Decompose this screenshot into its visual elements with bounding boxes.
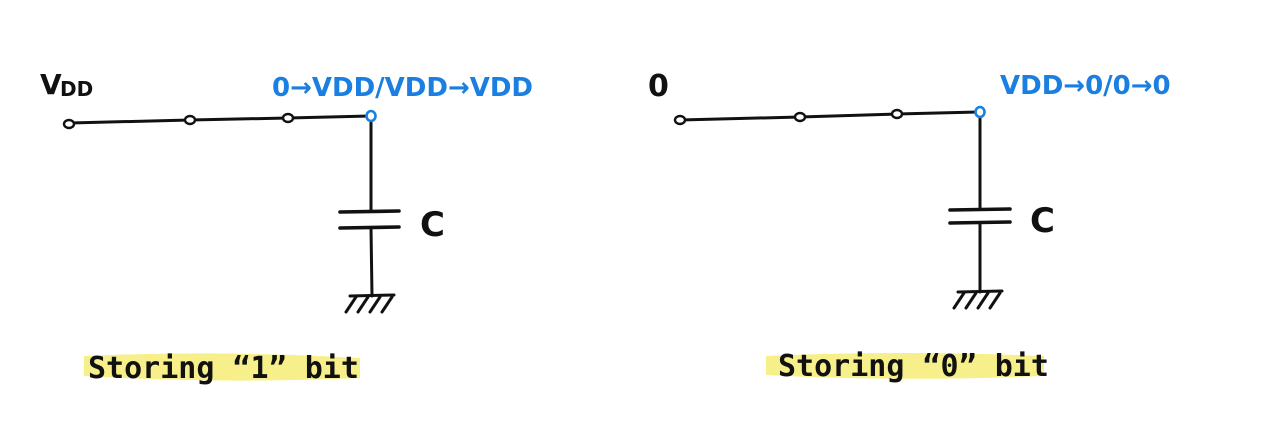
source-node xyxy=(673,114,687,126)
ground-symbol xyxy=(952,289,1004,310)
source-node xyxy=(62,118,76,130)
source-label-sub: DD xyxy=(60,77,93,101)
node-voltage-annotation: VDD→0/0→0 xyxy=(1000,71,1171,101)
caption-highlight xyxy=(84,353,360,381)
capacitor-plate-top xyxy=(338,209,401,214)
bit-line-wire xyxy=(68,114,372,125)
capacitor-plate-top xyxy=(948,207,1012,212)
circuit-storing-1: V DD C 0→VDD/VDD→VDD Storing “1” bit xyxy=(40,68,533,386)
bit-line-wire xyxy=(678,110,980,122)
source-label-main: V xyxy=(40,68,62,101)
transistor-node-left xyxy=(183,114,197,126)
capacitor-label: C xyxy=(420,205,445,245)
caption-storing-0: Storing “0” bit xyxy=(778,349,1049,384)
caption-storing-1: Storing “1” bit xyxy=(88,351,359,386)
node-voltage-annotation: 0→VDD/VDD→VDD xyxy=(272,73,533,103)
transistor-node-right xyxy=(890,108,904,120)
capacitor-plate-bottom xyxy=(338,225,401,230)
storage-node xyxy=(974,105,986,119)
circuit-storing-0: 0 C VDD→0/0→0 Storing “0” bit xyxy=(648,69,1171,384)
capacitor-lead-bottom xyxy=(369,226,374,298)
storage-node xyxy=(365,109,377,123)
transistor-node-right xyxy=(281,112,295,124)
capacitor-label: C xyxy=(1030,201,1055,241)
caption-highlight xyxy=(766,353,1044,379)
ground-symbol xyxy=(344,293,396,314)
source-label-main: 0 xyxy=(648,69,669,104)
transistor-node-left xyxy=(793,111,807,123)
